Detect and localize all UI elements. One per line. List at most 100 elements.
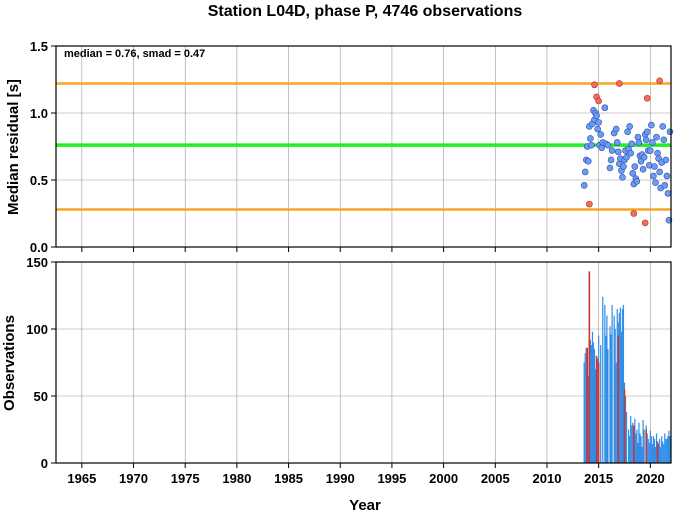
residual-point xyxy=(651,163,658,170)
residual-point xyxy=(595,119,602,126)
outlier-point xyxy=(641,219,649,227)
residual-point xyxy=(580,182,588,189)
residual-reference-lines xyxy=(56,82,671,211)
observation-bar xyxy=(597,358,599,463)
x-tick-label: 2015 xyxy=(584,471,613,486)
residual-points xyxy=(580,77,674,227)
y-tick-label: 150 xyxy=(26,255,48,270)
observation-bar xyxy=(622,304,625,463)
observation-bar xyxy=(664,433,666,463)
residual-y-axis: 0.00.51.01.5 xyxy=(30,39,56,255)
residual-point xyxy=(661,182,669,189)
x-tick-label: 1990 xyxy=(326,471,355,486)
observations-y-axis-label: Observations xyxy=(1,315,18,411)
x-tick-label: 2020 xyxy=(636,471,665,486)
observation-bar xyxy=(625,412,628,463)
observation-bar xyxy=(647,438,649,463)
observations-bars xyxy=(583,271,671,463)
residual-point xyxy=(634,133,642,141)
observation-bar xyxy=(615,362,617,463)
observation-bar xyxy=(636,429,638,463)
residual-point xyxy=(614,148,622,156)
observation-bar xyxy=(607,349,609,463)
observation-bar xyxy=(668,430,670,463)
observation-bar xyxy=(641,446,643,463)
residual-point xyxy=(594,125,601,133)
residual-point xyxy=(642,136,650,144)
y-tick-label: 100 xyxy=(26,322,48,337)
residual-point xyxy=(628,140,636,148)
residual-point xyxy=(666,128,674,136)
observation-bar xyxy=(611,304,613,463)
residual-point xyxy=(663,172,671,180)
residual-point xyxy=(640,153,648,161)
residual-point xyxy=(593,112,600,119)
x-tick-label: 2010 xyxy=(533,471,562,486)
observation-bar xyxy=(583,362,585,463)
observation-bar xyxy=(655,433,658,463)
residual-point xyxy=(588,141,595,149)
y-tick-label: 1.0 xyxy=(30,106,48,121)
outlier-observation-bar xyxy=(632,425,635,463)
observation-bar xyxy=(648,442,650,463)
observation-bar xyxy=(659,438,661,463)
x-tick-label: 1965 xyxy=(67,471,96,486)
outlier-observation-bar xyxy=(586,347,589,463)
observation-bar xyxy=(609,326,611,463)
observation-bar xyxy=(619,307,621,463)
residual-point xyxy=(606,164,614,172)
y-tick-label: 50 xyxy=(34,389,48,404)
residual-point xyxy=(619,174,626,181)
residual-point xyxy=(608,147,616,154)
residual-point xyxy=(659,123,667,130)
outlier-observation-bar xyxy=(645,429,647,463)
observation-bar xyxy=(666,438,668,463)
observation-bar xyxy=(585,347,587,463)
residual-x-axis xyxy=(81,247,651,252)
outlier-point xyxy=(643,94,651,102)
observation-bar xyxy=(635,433,637,463)
observation-bar xyxy=(654,446,657,463)
observation-bar xyxy=(613,315,615,463)
y-tick-label: 0.0 xyxy=(30,240,48,255)
residual-point xyxy=(664,190,672,197)
x-axis-label: Year xyxy=(349,497,381,511)
observation-bar xyxy=(642,420,644,463)
residual-point xyxy=(662,156,670,164)
residual-point xyxy=(650,172,657,180)
observations-plot-frame xyxy=(55,261,672,464)
residual-point xyxy=(585,157,592,165)
residual-point xyxy=(652,179,659,186)
x-tick-label: 1985 xyxy=(274,471,303,486)
observation-bar xyxy=(630,416,632,463)
residual-point xyxy=(649,139,656,146)
residual-y-axis-label: Median residual [s] xyxy=(5,79,22,215)
observation-bar xyxy=(634,418,636,463)
residual-point xyxy=(633,178,641,185)
observation-bar xyxy=(602,296,604,463)
residual-point xyxy=(612,125,620,133)
residual-point xyxy=(597,131,605,138)
observation-bar xyxy=(587,375,589,463)
observation-bar xyxy=(653,438,656,463)
residual-point xyxy=(604,141,612,149)
residual-point xyxy=(660,136,668,144)
residual-point xyxy=(654,149,661,157)
observation-bar xyxy=(584,353,586,463)
residual-point xyxy=(587,135,594,142)
observation-bar xyxy=(614,329,616,463)
observation-bar xyxy=(646,433,648,463)
observation-bar xyxy=(637,442,639,463)
observation-bar xyxy=(662,441,664,463)
observation-bar xyxy=(589,339,591,463)
residual-plot-frame xyxy=(55,45,672,248)
residual-point xyxy=(626,123,633,130)
x-tick-label: 2005 xyxy=(481,471,510,486)
residual-point xyxy=(639,165,647,173)
outlier-point xyxy=(591,81,598,89)
y-tick-label: 0 xyxy=(41,456,48,471)
observation-bar xyxy=(621,308,624,463)
